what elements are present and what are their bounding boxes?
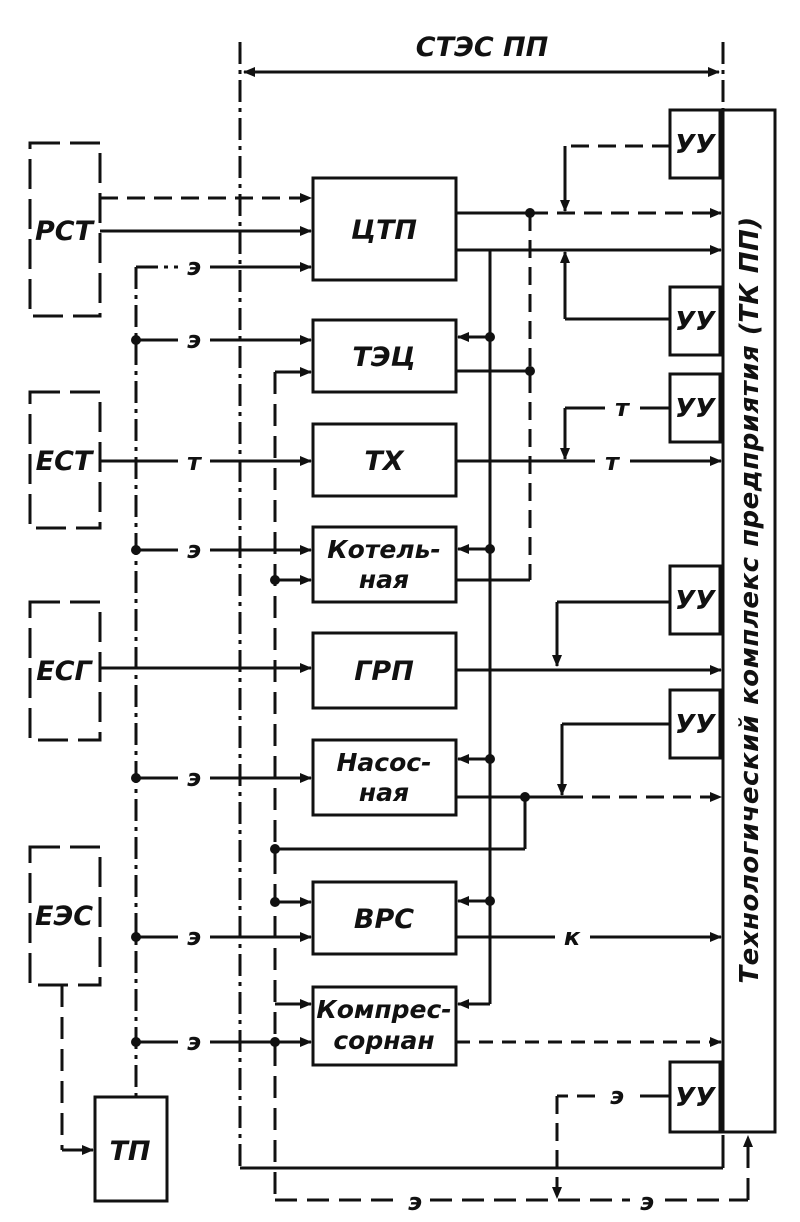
consumer-box — [721, 108, 777, 1134]
uu-label-2: УУ — [675, 307, 717, 337]
flow-label-k: к — [564, 923, 581, 951]
compressor-label-line2: сорнан — [333, 1026, 434, 1055]
compressor-label-line1: Компрес- — [316, 995, 451, 1024]
pump-label-line1: Насос- — [337, 748, 432, 777]
consumer-label: Технологический комплекс предприятия (ТК… — [735, 216, 765, 983]
grp-label: ГРП — [354, 656, 414, 687]
ees-label: ЕЭС — [35, 901, 93, 932]
tp-label: ТП — [109, 1136, 150, 1167]
flow-label-t-1: т — [187, 448, 203, 476]
diagram-title: СТЭС ПП — [416, 32, 549, 63]
flow-label-e-9: э — [640, 1188, 654, 1216]
vrs-box — [311, 880, 458, 956]
boiler-label-line2: ная — [359, 565, 409, 594]
flow-label-e-1: э — [187, 253, 201, 281]
ctp-box — [311, 176, 458, 282]
tp-box — [93, 1095, 169, 1203]
flow-label-e-6: э — [187, 1028, 201, 1056]
esg-label: ЕСГ — [36, 656, 93, 687]
junction-dots — [131, 208, 535, 1047]
boiler-label-line1: Котель- — [327, 535, 441, 564]
compressor-box — [311, 985, 458, 1067]
vrs-label: ВРС — [354, 904, 414, 935]
flow-label-t-3: т — [605, 448, 621, 476]
uu-box-1 — [668, 108, 722, 180]
flow-label-e-4: э — [187, 764, 201, 792]
uu-label-1: УУ — [675, 130, 717, 160]
uu-label-3: УУ — [675, 394, 717, 424]
pump-label-line2: ная — [359, 778, 409, 807]
boiler-box — [311, 525, 458, 604]
uu-label-4: УУ — [675, 586, 717, 616]
pump-box — [311, 738, 458, 817]
flow-label-t-2: т — [615, 394, 631, 422]
uu-box-2 — [668, 285, 722, 357]
ctp-label: ЦТП — [351, 215, 417, 246]
rst-label: РСТ — [35, 216, 96, 247]
uu-label-6: УУ — [675, 1083, 717, 1113]
flow-label-e-7: э — [610, 1082, 624, 1110]
uu-box-4 — [668, 564, 722, 636]
system-boundary — [238, 42, 725, 1170]
esg-box — [28, 600, 102, 742]
tec-label: ТЭЦ — [352, 342, 415, 373]
ees-box — [28, 845, 102, 987]
flow-label-e-5: э — [187, 923, 201, 951]
uu-label-5: УУ — [675, 710, 717, 740]
est-label: ЕСТ — [36, 446, 95, 477]
flow-label-e-2: э — [187, 326, 201, 354]
tec-box — [311, 318, 458, 394]
tx-label: ТХ — [364, 446, 404, 477]
flow-label-e-3: э — [187, 536, 201, 564]
flow-label-e-8: э — [408, 1188, 422, 1216]
